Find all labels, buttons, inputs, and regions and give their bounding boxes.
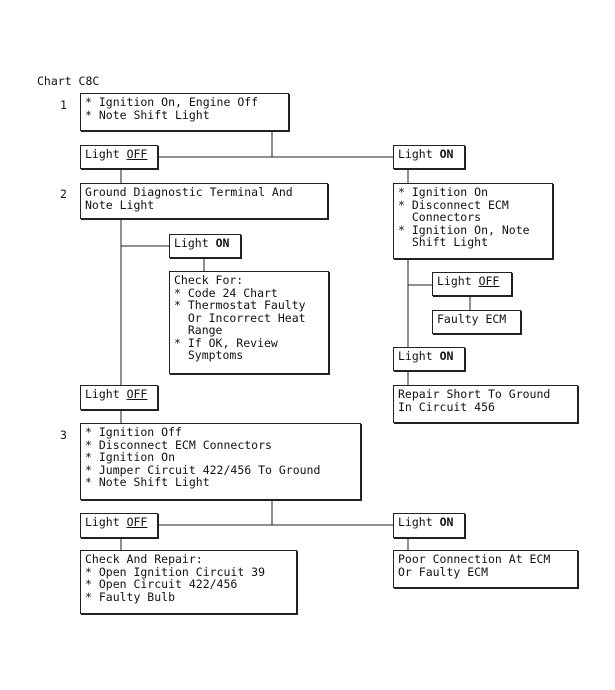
light-label: Light (85, 515, 120, 529)
on-label: ON (439, 515, 454, 529)
on-label: ON (439, 147, 454, 161)
light-off-box-3: Light OFF (80, 385, 158, 410)
light-label: Light (437, 274, 472, 288)
on-label: ON (215, 236, 230, 250)
light-label: Light (398, 147, 433, 161)
light-label: Light (174, 236, 209, 250)
light-on-box-3: Light ON (393, 347, 465, 371)
step-number-1: 1 (60, 98, 67, 112)
light-label: Light (85, 387, 120, 401)
off-label: OFF (126, 515, 148, 529)
chart-title: Chart C8C (37, 74, 100, 88)
step2-box: Ground Diagnostic Terminal And Note Ligh… (80, 183, 328, 219)
step3-box: * Ignition Off * Disconnect ECM Connecto… (80, 423, 361, 500)
off-label: OFF (478, 274, 500, 288)
off-label: OFF (126, 387, 148, 401)
step-number-3: 3 (60, 428, 67, 442)
off-label: OFF (126, 147, 148, 161)
light-label: Light (398, 515, 433, 529)
light-label: Light (85, 147, 120, 161)
faulty-ecm-box: Faulty ECM (432, 310, 521, 334)
light-on-box-2: Light ON (169, 234, 241, 258)
poor-connection-box: Poor Connection At ECM Or Faulty ECM (393, 550, 578, 588)
light-label: Light (398, 349, 433, 363)
light-off-box-2: Light OFF (432, 272, 512, 296)
step-number-2: 2 (60, 187, 67, 201)
check-repair-box: Check And Repair: * Open Ignition Circui… (80, 550, 297, 614)
check-for-box: Check For: * Code 24 Chart * Thermostat … (169, 271, 329, 374)
light-off-box-4: Light OFF (80, 513, 158, 538)
on-label: ON (439, 349, 454, 363)
light-off-box-1: Light OFF (80, 145, 158, 169)
light-on-box-1: Light ON (393, 145, 465, 169)
right-steps-box: * Ignition On * Disconnect ECM Connector… (393, 183, 553, 259)
step1-box: * Ignition On, Engine Off * Note Shift L… (80, 93, 289, 131)
light-on-box-4: Light ON (393, 513, 465, 538)
repair-short-box: Repair Short To Ground In Circuit 456 (393, 385, 578, 423)
